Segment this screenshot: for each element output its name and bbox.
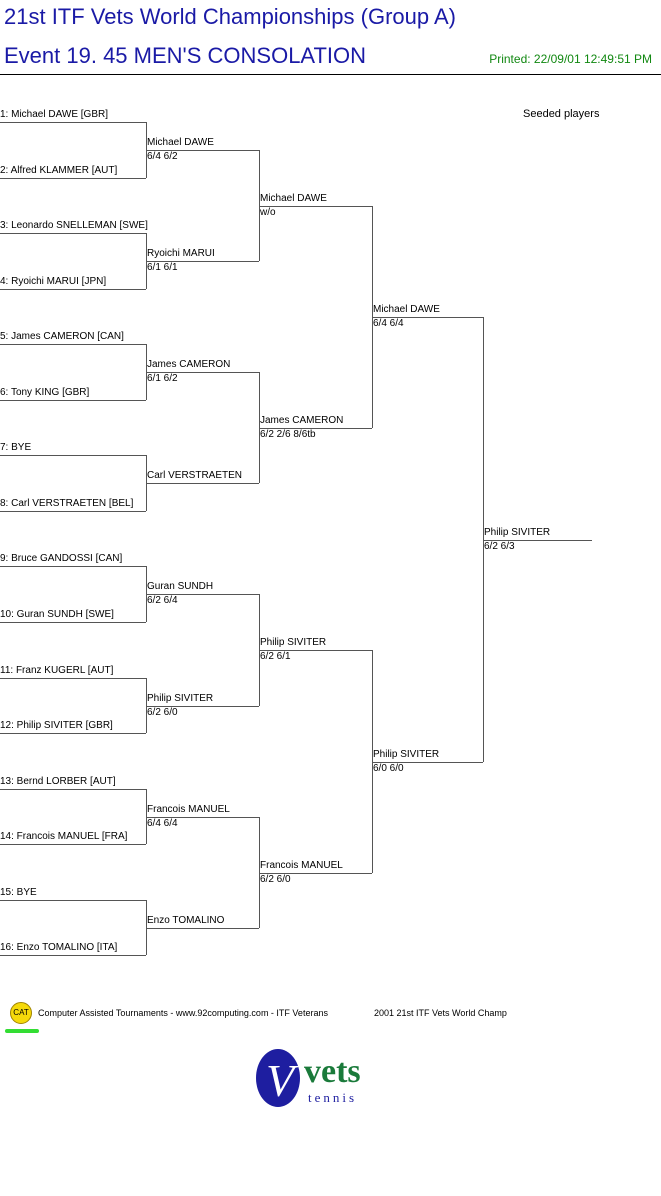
draw-line bbox=[259, 206, 372, 207]
cat-logo-icon: CAT bbox=[10, 1002, 32, 1024]
entrant-label: 4: Ryoichi MARUI [JPN] bbox=[0, 276, 107, 287]
entrant-label: 7: BYE bbox=[0, 442, 32, 453]
event-title: Event 19. 45 MEN'S CONSOLATION bbox=[4, 43, 367, 68]
winner-name: Carl VERSTRAETEN bbox=[147, 470, 243, 481]
draw-line bbox=[146, 150, 259, 151]
match-score: 6/4 6/4 bbox=[373, 318, 404, 329]
draw-line bbox=[259, 873, 372, 874]
draw-line bbox=[0, 289, 146, 290]
match-score: 6/2 6/0 bbox=[147, 707, 178, 718]
draw-line bbox=[146, 817, 259, 818]
draw-line bbox=[0, 400, 146, 401]
winner-name: James CAMERON bbox=[147, 359, 231, 370]
draw-line bbox=[146, 261, 259, 262]
header-divider bbox=[0, 74, 661, 75]
entrant-label: 13: Bernd LORBER [AUT] bbox=[0, 776, 116, 787]
entrant-label: 8: Carl VERSTRAETEN [BEL] bbox=[0, 498, 134, 509]
entrant-label: 3: Leonardo SNELLEMAN [SWE] bbox=[0, 220, 148, 231]
draw-line bbox=[0, 122, 146, 123]
bracket-connector bbox=[372, 650, 373, 873]
entrant-label: 2: Alfred KLAMMER [AUT] bbox=[0, 165, 118, 176]
entrant-label: 6: Tony KING [GBR] bbox=[0, 387, 90, 398]
entrant-label: 10: Guran SUNDH [SWE] bbox=[0, 609, 114, 620]
match-score: 6/1 6/2 bbox=[147, 373, 178, 384]
match-score: 6/0 6/0 bbox=[373, 763, 404, 774]
svg-text:V: V bbox=[266, 1055, 299, 1106]
draw-line bbox=[259, 428, 372, 429]
footer-text: Computer Assisted Tournaments - www.92co… bbox=[38, 1008, 328, 1018]
winner-name: Michael DAWE bbox=[260, 193, 327, 204]
bracket-connector bbox=[483, 317, 484, 762]
winner-name: Francois MANUEL bbox=[260, 860, 343, 871]
bracket-connector bbox=[259, 817, 260, 928]
bracket-connector bbox=[146, 678, 147, 733]
winner-name: Francois MANUEL bbox=[147, 804, 230, 815]
entrant-label: 9: Bruce GANDOSSI [CAN] bbox=[0, 553, 123, 564]
draw-line bbox=[146, 594, 259, 595]
winner-name: Michael DAWE bbox=[373, 304, 440, 315]
draw-line bbox=[483, 540, 592, 541]
draw-line bbox=[146, 372, 259, 373]
printed-timestamp: Printed: 22/09/01 12:49:51 PM bbox=[489, 52, 652, 66]
draw-line bbox=[0, 844, 146, 845]
match-score: 6/1 6/1 bbox=[147, 262, 178, 273]
draw-line bbox=[0, 455, 146, 456]
entrant-label: 15: BYE bbox=[0, 887, 37, 898]
winner-name: Philip SIVITER bbox=[260, 637, 327, 648]
match-score: 6/2 6/0 bbox=[260, 874, 291, 885]
bracket-connector bbox=[146, 900, 147, 955]
winner-name: Michael DAWE bbox=[147, 137, 214, 148]
match-score: 6/4 6/2 bbox=[147, 151, 178, 162]
winner-name: Guran SUNDH bbox=[147, 581, 214, 592]
draw-line bbox=[372, 317, 483, 318]
match-score: 6/2 6/1 bbox=[260, 651, 291, 662]
svg-text:tennis: tennis bbox=[308, 1090, 357, 1105]
draw-line bbox=[146, 706, 259, 707]
seeded-players-label: Seeded players bbox=[523, 108, 600, 120]
draw-line bbox=[0, 178, 146, 179]
draw-line bbox=[0, 678, 146, 679]
winner-name: Philip SIVITER bbox=[373, 749, 440, 760]
champion-name: Philip SIVITER bbox=[484, 527, 551, 538]
match-score: 6/2 6/4 bbox=[147, 595, 178, 606]
match-score: w/o bbox=[260, 207, 276, 218]
draw-line bbox=[0, 900, 146, 901]
match-score: 6/2 2/6 8/6tb bbox=[260, 429, 316, 440]
winner-name: James CAMERON bbox=[260, 415, 344, 426]
svg-text:vets: vets bbox=[304, 1053, 361, 1090]
entrant-label: 16: Enzo TOMALINO [ITA] bbox=[0, 942, 118, 953]
entrant-label: 11: Franz KUGERL [AUT] bbox=[0, 665, 114, 676]
match-score: 6/4 6/4 bbox=[147, 818, 178, 829]
draw-line bbox=[0, 233, 146, 234]
entrant-label: 5: James CAMERON [CAN] bbox=[0, 331, 124, 342]
draw-line bbox=[259, 650, 372, 651]
winner-name: Enzo TOMALINO bbox=[147, 915, 225, 926]
draw-line bbox=[146, 483, 259, 484]
entrant-label: 14: Francois MANUEL [FRA] bbox=[0, 831, 128, 842]
draw-line bbox=[0, 622, 146, 623]
draw-line bbox=[0, 733, 146, 734]
draw-line bbox=[146, 928, 259, 929]
winner-name: Philip SIVITER bbox=[147, 693, 214, 704]
entrant-label: 1: Michael DAWE [GBR] bbox=[0, 109, 108, 120]
draw-line bbox=[0, 511, 146, 512]
bracket-connector bbox=[146, 789, 147, 844]
draw-line bbox=[0, 955, 146, 956]
bracket-connector bbox=[259, 372, 260, 483]
draw-line bbox=[0, 566, 146, 567]
bracket-connector bbox=[259, 150, 260, 261]
final-score: 6/2 6/3 bbox=[484, 541, 515, 552]
vets-tennis-logo: V vets tennis bbox=[254, 1046, 376, 1115]
draw-line bbox=[0, 344, 146, 345]
entrant-label: 12: Philip SIVITER [GBR] bbox=[0, 720, 113, 731]
logo-ball-icon bbox=[256, 1049, 300, 1107]
footer-event: 2001 21st ITF Vets World Champ bbox=[374, 1008, 507, 1018]
draw-line bbox=[372, 762, 483, 763]
tournament-title: 21st ITF Vets World Championships (Group… bbox=[4, 4, 456, 29]
draw-line bbox=[0, 789, 146, 790]
winner-name: Ryoichi MARUI bbox=[147, 248, 215, 259]
cat-underline bbox=[5, 1029, 39, 1033]
